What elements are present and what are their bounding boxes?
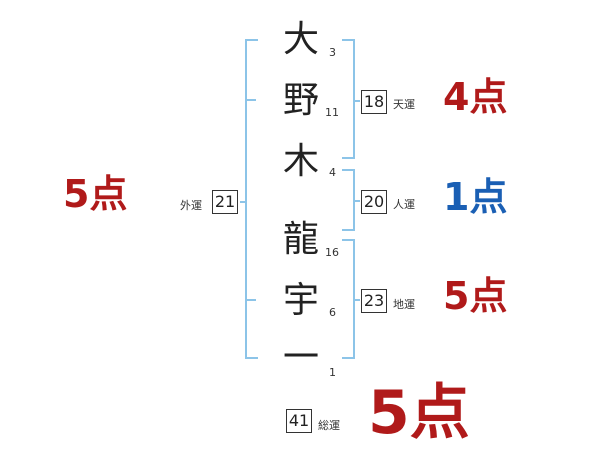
chiun-label: 地運 — [393, 298, 415, 311]
name-char-4: 龍 — [282, 219, 319, 260]
souun-score: 5点 — [368, 378, 470, 448]
name-char-2: 野 — [282, 80, 319, 121]
stroke-count-2: 11 — [325, 106, 339, 119]
stroke-count-6: 1 — [329, 366, 336, 379]
stroke-count-4: 16 — [325, 246, 339, 259]
name-char-6: 一 — [282, 337, 319, 378]
tenun-value-box: 18 — [361, 90, 387, 114]
chiun-score: 5点 — [443, 274, 508, 318]
stroke-count-1: 3 — [329, 46, 336, 59]
name-char-5: 宇 — [282, 280, 319, 321]
jinun-value-box: 20 — [361, 190, 387, 214]
tenun-score: 4点 — [443, 75, 508, 119]
gaiun-label: 外運 — [180, 199, 202, 212]
chiun-value-box: 23 — [361, 289, 387, 313]
stroke-count-3: 4 — [329, 166, 336, 179]
jinun-score: 1点 — [443, 175, 508, 219]
jinun-bracket — [342, 169, 355, 231]
chiun-bracket — [342, 239, 355, 359]
jinun-label: 人運 — [393, 198, 415, 211]
name-char-1: 大 — [282, 19, 319, 60]
name-char-3: 木 — [282, 141, 319, 182]
gaiun-value-box: 21 — [212, 190, 238, 214]
souun-label: 総運 — [318, 419, 340, 432]
stroke-count-5: 6 — [329, 306, 336, 319]
gaiun-score: 5点 — [63, 172, 128, 216]
tenun-label: 天運 — [393, 98, 415, 111]
souun-value-box: 41 — [286, 409, 312, 433]
outer-bracket — [245, 39, 258, 359]
tenun-bracket — [342, 39, 355, 159]
